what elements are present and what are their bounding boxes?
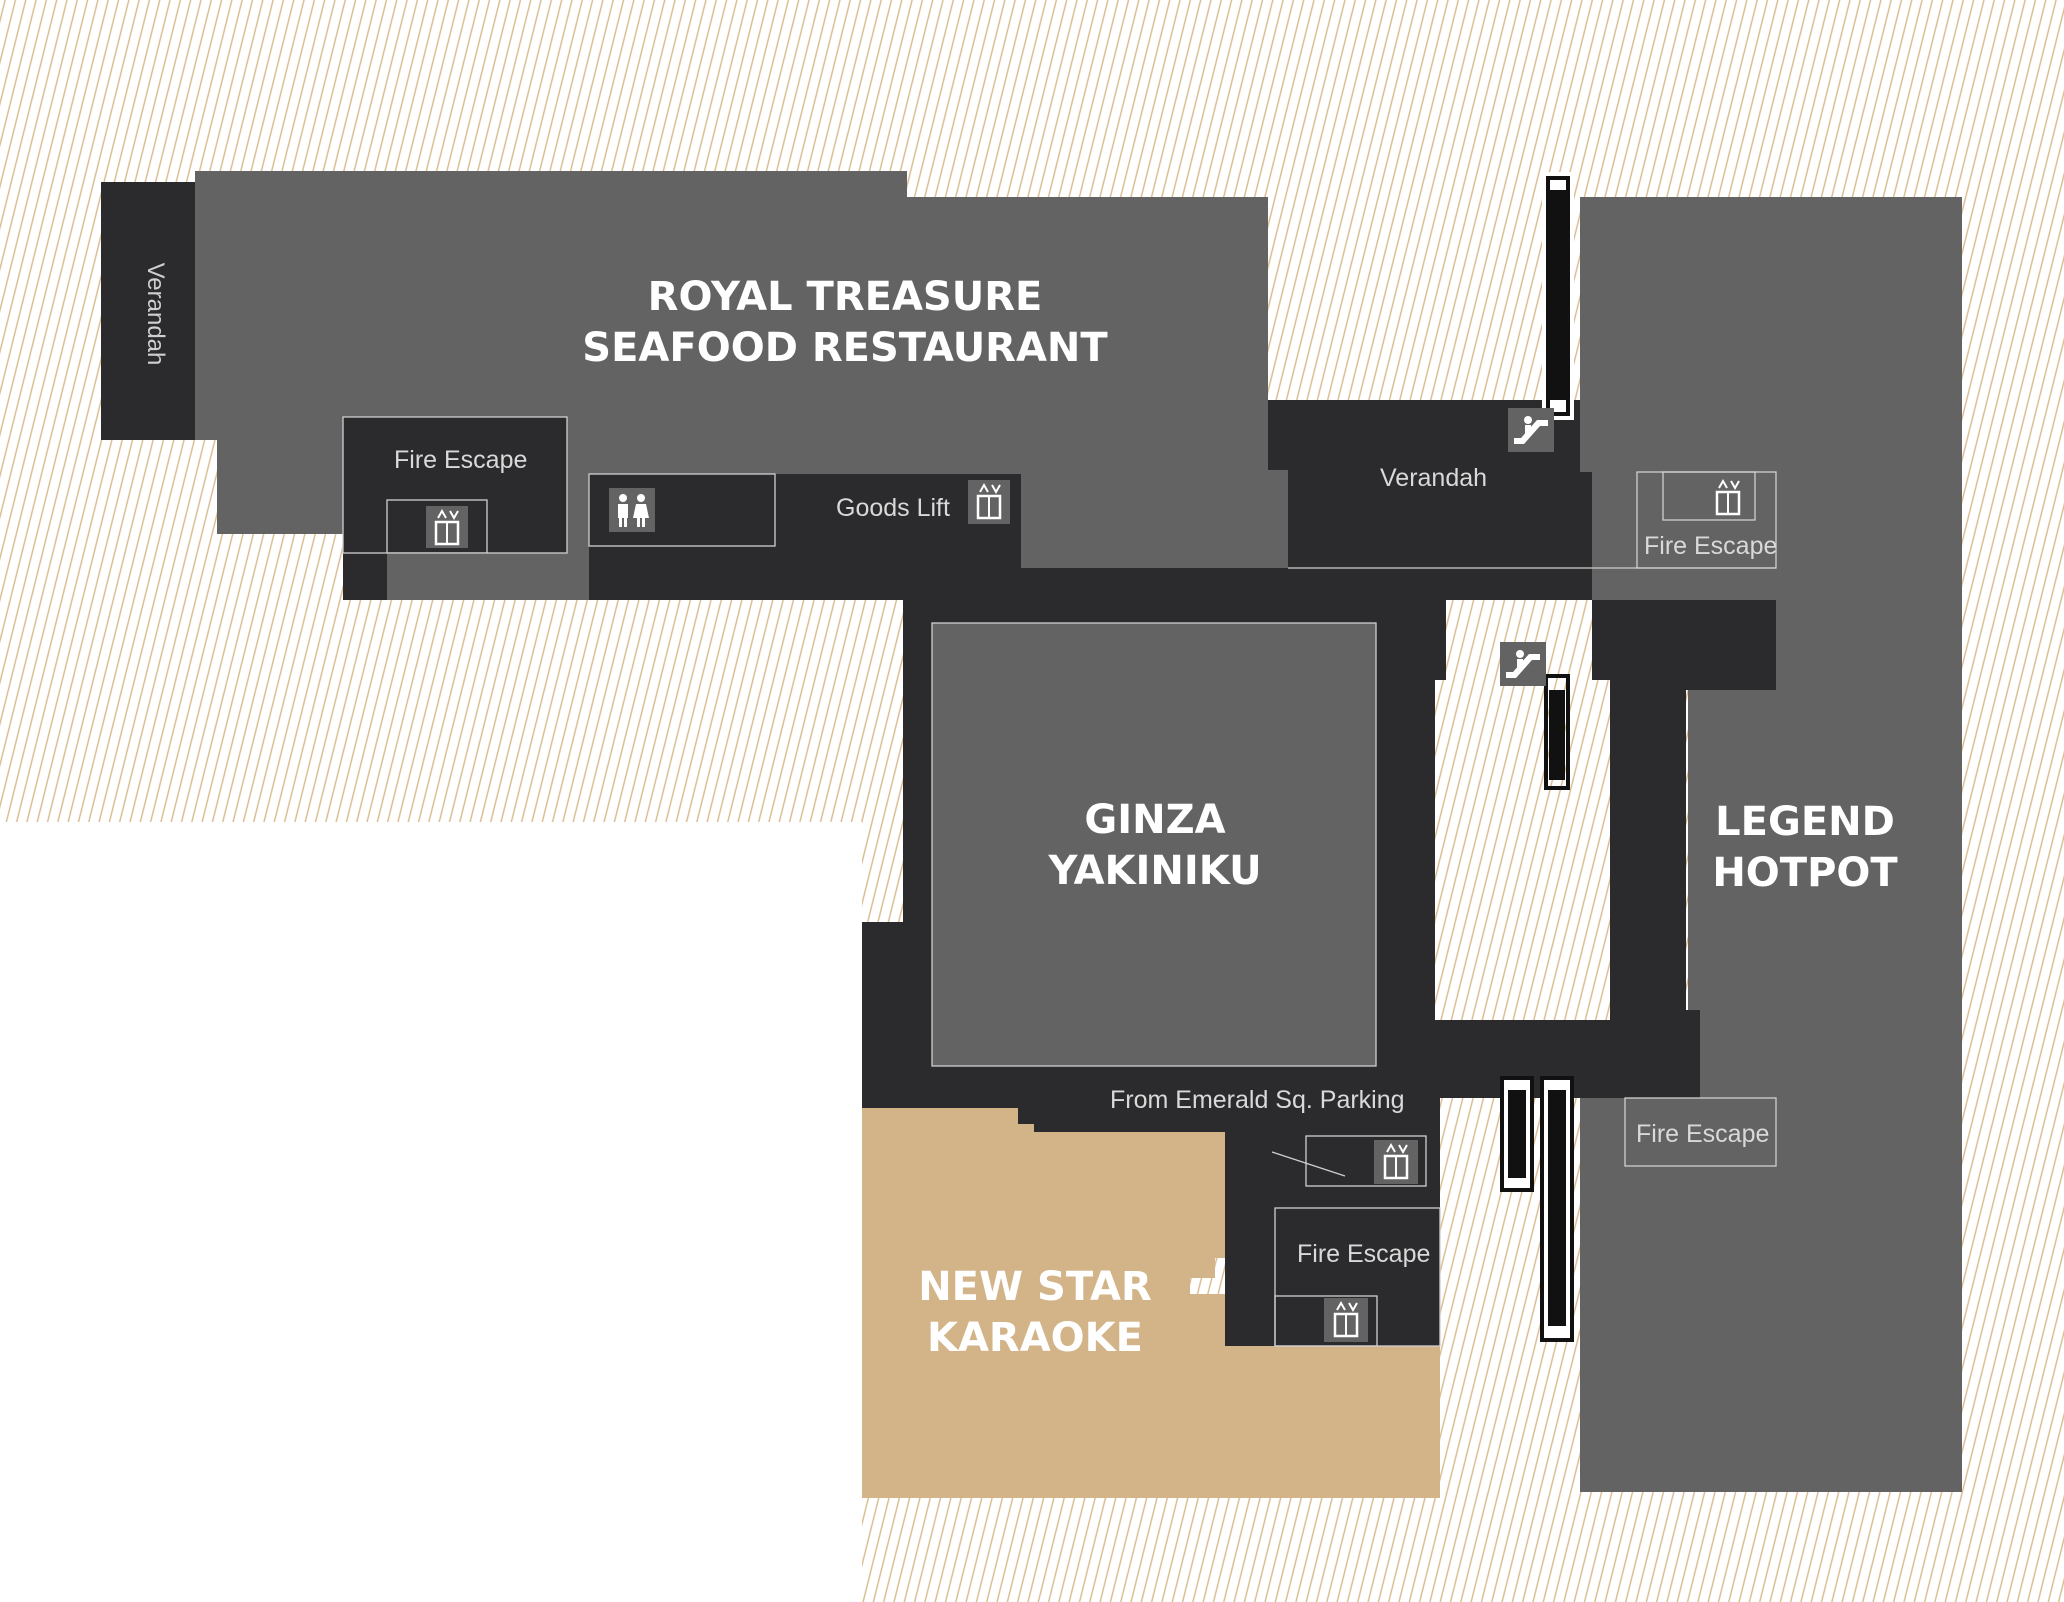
legend-unit[interactable]: [1580, 197, 1962, 1492]
escalator-south-a-steps: [1508, 1090, 1526, 1178]
parking-lift-outline: [1305, 1135, 1427, 1187]
lower-corridor: [1370, 1020, 1700, 1098]
ginza-line-1: GINZA: [1084, 797, 1226, 843]
legend-name[interactable]: LEGEND HOTPOT: [1690, 797, 1920, 899]
fire-escape-south-label: Fire Escape: [1297, 1240, 1431, 1268]
royal-treasure-line-1: ROYAL TREASURE: [647, 274, 1043, 320]
royal-treasure-line-2: SEAFOOD RESTAURANT: [582, 324, 1108, 371]
fire-escape-northeast-label: Fire Escape: [1644, 532, 1778, 560]
room-outlines: [342, 416, 1777, 1347]
escalator-north-track: [1546, 176, 1570, 416]
west-lobby-grey: [387, 554, 587, 600]
ginza-outline: [931, 622, 1377, 1067]
northeast-lift-outline: [1662, 471, 1756, 521]
fire-escape-west-label: Fire Escape: [394, 446, 528, 474]
verandah-north-label: Verandah: [1380, 464, 1488, 492]
lift-icon[interactable]: [426, 506, 468, 548]
escalator-middle-track: [1544, 674, 1570, 790]
blank-area: [0, 822, 862, 1602]
legend-line-1: LEGEND: [1715, 799, 1895, 845]
fire-escape-east-outline: [1624, 1097, 1777, 1167]
new-star-line-2: KARAOKE: [926, 1314, 1144, 1361]
ginza-line-2: YAKINIKU: [1048, 847, 1262, 894]
middle-corridor: [1370, 600, 1446, 1020]
south-lift-outline: [1274, 1295, 1378, 1347]
escalators: [1500, 172, 1574, 1342]
new-star-unit[interactable]: [862, 1108, 1440, 1498]
service-corridor: [589, 546, 1021, 600]
royal-treasure-name[interactable]: ROYAL TREASURE SEAFOOD RESTAURANT: [560, 272, 1130, 374]
lift-icon[interactable]: [1324, 1298, 1368, 1342]
from-parking-label: From Emerald Sq. Parking: [1110, 1086, 1405, 1114]
new-star-name[interactable]: NEW STAR KARAOKE: [900, 1262, 1170, 1364]
fire-escape-east-label: Fire Escape: [1636, 1120, 1770, 1148]
icons: [426, 408, 1749, 1342]
escalator-middle-steps: [1549, 690, 1565, 780]
legend-line-2: HOTPOT: [1712, 849, 1898, 896]
west-lobby-dark: [343, 554, 387, 600]
ginza-name[interactable]: GINZA YAKINIKU: [1000, 795, 1310, 897]
escalator-icon[interactable]: [1508, 408, 1554, 452]
escalator-north-steps: [1550, 190, 1566, 400]
escalator-south-b-steps: [1548, 1090, 1566, 1326]
goods-lift-label: Goods Lift: [836, 494, 950, 522]
toilet-icon[interactable]: [609, 488, 655, 532]
verandah-west-label: Verandah: [142, 262, 169, 366]
void-atrium-hatch: [1435, 680, 1610, 1020]
lift-icon[interactable]: [1374, 1140, 1418, 1184]
verandah-west-area: [101, 182, 195, 440]
toilet-outline: [588, 473, 776, 547]
parking-ramp-line: [1271, 1151, 1346, 1177]
ginza-unit[interactable]: [932, 623, 1376, 1066]
west-lift-outline: [386, 499, 488, 554]
escalator-icon[interactable]: [1500, 642, 1546, 686]
lift-icon[interactable]: [968, 480, 1010, 524]
new-star-line-1: NEW STAR: [918, 1264, 1152, 1310]
lift-icon[interactable]: [1707, 476, 1749, 518]
